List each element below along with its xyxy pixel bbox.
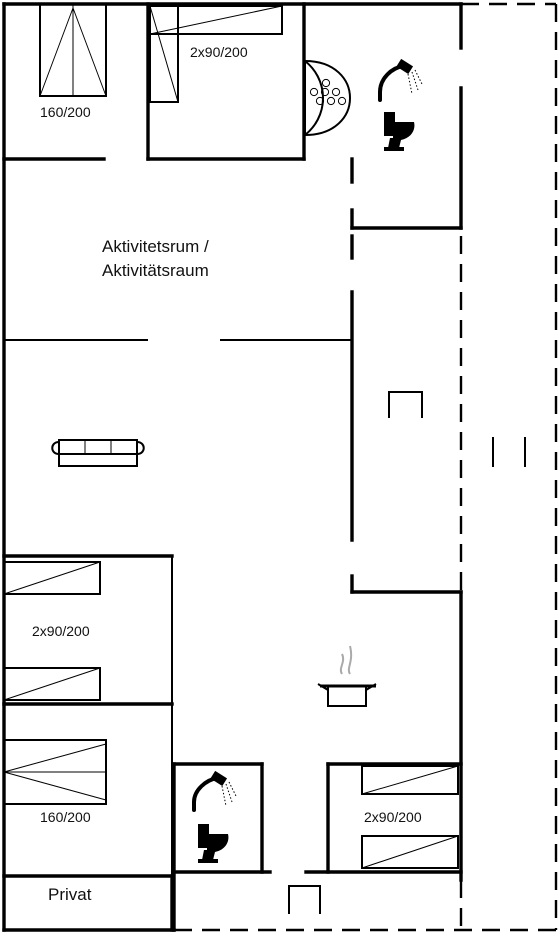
lower-bathroom-walls bbox=[172, 762, 272, 932]
private-area-label: Privat bbox=[48, 885, 92, 904]
hot-tub-icon bbox=[304, 58, 351, 138]
activity-room-label-line1: Aktivitetsrum / bbox=[102, 237, 209, 256]
toilet-icon-top bbox=[384, 112, 415, 151]
bed-160-top bbox=[39, 3, 107, 97]
bed-2x90-top-label: 2x90/200 bbox=[190, 44, 248, 60]
lower-right-walls bbox=[304, 762, 463, 874]
bed-160-bottom bbox=[3, 739, 107, 805]
bed-2x90-bottom-right-label: 2x90/200 bbox=[364, 809, 422, 825]
hall-walls bbox=[350, 234, 463, 882]
doorway-mark-middle bbox=[388, 391, 423, 418]
bed-2x90-bottom-right bbox=[361, 765, 459, 869]
shower-icon-bottom bbox=[192, 770, 237, 812]
entrance-door-mark bbox=[288, 885, 321, 914]
lower-left-walls bbox=[2, 554, 174, 932]
bed-2x90-top bbox=[149, 5, 283, 103]
activity-room-label-line2: Aktivitätsraum bbox=[102, 261, 209, 280]
toilet-icon-bottom bbox=[198, 824, 229, 863]
bed-160-bottom-label: 160/200 bbox=[40, 809, 91, 825]
cooking-pot-icon bbox=[317, 645, 377, 707]
terrace-outline bbox=[174, 2, 558, 932]
bed-2x90-left-label: 2x90/200 bbox=[32, 623, 90, 639]
bed-2x90-left bbox=[3, 561, 101, 701]
sofa-icon bbox=[51, 439, 145, 467]
top-rooms-walls bbox=[2, 2, 463, 230]
bed-160-top-label: 160/200 bbox=[40, 104, 91, 120]
shower-icon-top bbox=[378, 58, 423, 102]
